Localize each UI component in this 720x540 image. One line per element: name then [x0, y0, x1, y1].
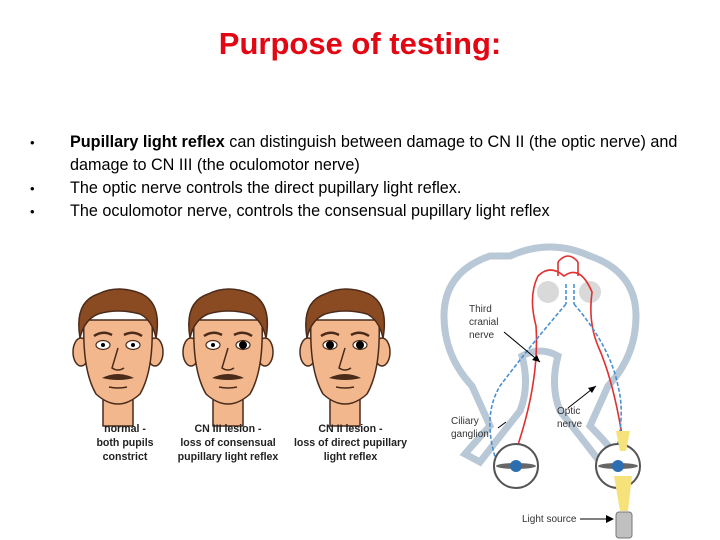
arrow-third-nerve [503, 331, 541, 363]
caption-line: CN III lesion - [194, 423, 262, 435]
caption-line: normal - [104, 423, 146, 435]
bullet-text: The oculomotor nerve, controls the conse… [70, 202, 550, 220]
pupillary-reflex-diagram [440, 243, 641, 539]
caption-normal: normal - both pupils constrict [80, 422, 170, 464]
arrow-head [606, 515, 614, 523]
label-line: nerve [469, 330, 495, 341]
face-cn3-lesion [181, 287, 275, 428]
bullet-dot: • [30, 204, 35, 219]
caption-cn3-lesion: CN III lesion - loss of consensual pupil… [166, 422, 290, 464]
face-normal [71, 287, 165, 428]
caption-line: pupillary light reflex [177, 451, 279, 463]
label-line: nerve [557, 419, 583, 430]
label-optic-nerve: Optic nerve [557, 405, 597, 431]
bullet-dot: • [30, 135, 35, 150]
bullet-item-2: • The optic nerve controls the direct pup… [30, 177, 680, 200]
arrow-head [588, 386, 596, 393]
label-line: ganglion [451, 429, 489, 440]
bullet-item-3: • The oculomotor nerve, controls the cons… [30, 200, 680, 223]
caption-line: loss of consensual [180, 437, 276, 449]
bullet-text: The optic nerve controls the direct pupi… [70, 179, 462, 197]
caption-line: light reflex [323, 451, 378, 463]
label-light-source: Light source [522, 514, 577, 525]
pathway-outline [440, 243, 640, 467]
label-third-cranial-nerve: Third cranial nerve [469, 303, 529, 342]
bullet-bold-text: Pupillary light reflex [70, 133, 225, 151]
arrow-ciliary [497, 421, 507, 429]
caption-line: CN II lesion - [318, 423, 383, 435]
label-line: Third [469, 304, 492, 315]
caption-line: constrict [102, 451, 148, 463]
bullet-dot: • [30, 181, 35, 196]
label-line: cranial [469, 317, 499, 328]
eye-left [493, 443, 539, 489]
motor-path [489, 284, 575, 461]
optic-path-cross [557, 255, 579, 276]
bullet-text: can distinguish between damage to CN II … [70, 133, 678, 174]
motor-path-right [573, 303, 622, 461]
light-beam [614, 476, 632, 511]
nucleus-left [537, 281, 559, 303]
label-line: Ciliary [451, 416, 479, 427]
caption-cn2-lesion: CN II lesion - loss of direct pupillary … [285, 422, 416, 464]
label-line: Optic [557, 406, 581, 417]
light-source [615, 511, 633, 539]
bullet-list: • Pupillary light reflex can distinguish … [30, 131, 680, 223]
face-cn2-lesion [298, 287, 392, 428]
caption-line: both pupils [96, 437, 154, 449]
nucleus-right [579, 281, 601, 303]
optic-path [511, 269, 627, 463]
arrow-head [532, 355, 540, 362]
faces-illustration [71, 287, 392, 428]
bullet-item-1: • Pupillary light reflex can distinguish … [30, 131, 680, 177]
light-cone [616, 431, 630, 451]
slide-title: Purpose of testing: [218, 26, 502, 61]
label-ciliary-ganglion: Ciliary ganglion [451, 415, 506, 441]
caption-line: loss of direct pupillary [293, 437, 408, 449]
